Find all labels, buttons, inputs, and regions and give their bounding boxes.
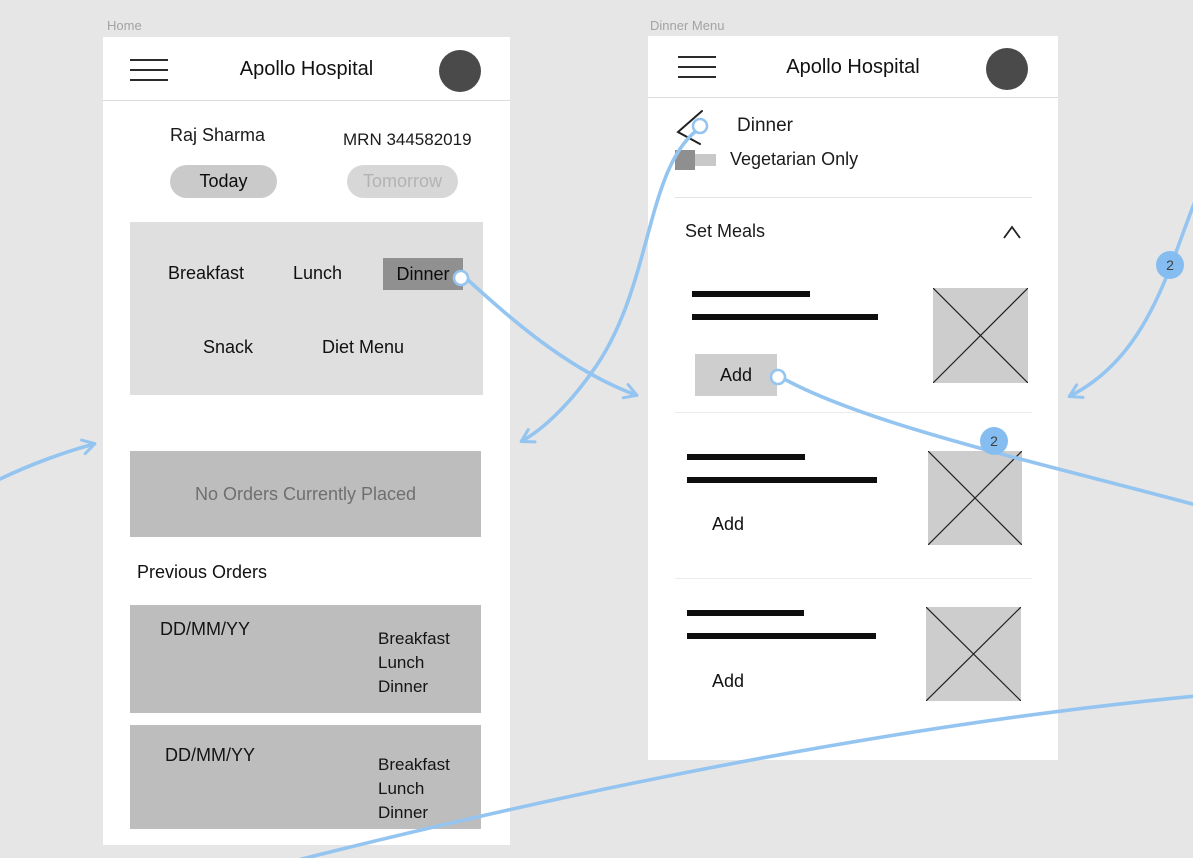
dinner-app-title: Apollo Hospital [786, 55, 920, 78]
menu-icon[interactable] [678, 56, 716, 78]
flow-incoming-dinner-menu-arrow [1067, 201, 1193, 399]
menu-icon[interactable] [130, 59, 168, 81]
add-button[interactable]: Add [712, 671, 745, 691]
dinner-header: Apollo Hospital [648, 36, 1058, 98]
dinner-menu-screen: Apollo Hospital Dinner Vegetarian Only S… [648, 36, 1058, 760]
meal-type-diet-menu[interactable]: Diet Menu [322, 337, 405, 357]
set-meals-heading: Set Meals [685, 221, 766, 241]
meal-type-dinner-selected[interactable]: Dinner [383, 258, 463, 290]
meal-title-placeholder [687, 454, 805, 460]
flow-step-badge: 2 [1156, 251, 1184, 279]
meal-desc-placeholder [692, 314, 878, 320]
image-placeholder-icon [927, 450, 1023, 546]
meal-title-placeholder [692, 291, 810, 297]
meal-desc-placeholder [687, 633, 876, 639]
order-meal-line: Lunch [378, 653, 425, 672]
image-placeholder-icon [932, 287, 1029, 384]
patient-name: Raj Sharma [170, 125, 266, 145]
previous-orders-heading: Previous Orders [137, 562, 268, 582]
meal-type-breakfast[interactable]: Breakfast [168, 263, 245, 283]
page-title: Dinner [737, 115, 793, 136]
flow-incoming-home-arrow [0, 438, 97, 482]
add-button[interactable]: Add [712, 514, 745, 534]
home-header: Apollo Hospital [103, 37, 510, 101]
order-meals: Breakfast Lunch Dinner [378, 627, 450, 699]
meal-desc-placeholder [687, 477, 877, 483]
home-screen: Apollo Hospital Raj Sharma MRN 344582019… [103, 37, 510, 845]
no-orders-message: No Orders Currently Placed [194, 483, 417, 504]
previous-order-card[interactable]: DD/MM/YY Breakfast Lunch Dinner [130, 725, 481, 829]
frame-label-dinner-menu: Dinner Menu [650, 18, 725, 33]
meal-type-snack[interactable]: Snack [203, 337, 254, 357]
flow-step-badge: 2 [980, 427, 1008, 455]
order-date: DD/MM/YY [165, 745, 255, 765]
frame-label-home: Home [107, 18, 142, 33]
order-meal-line: Breakfast [378, 629, 450, 648]
home-app-title: Apollo Hospital [239, 57, 374, 80]
vegetarian-toggle-icon[interactable] [675, 150, 717, 170]
previous-order-card[interactable]: DD/MM/YY Breakfast Lunch Dinner [130, 605, 481, 713]
chevron-up-icon[interactable] [1000, 224, 1024, 242]
order-meal-line: Dinner [378, 803, 429, 822]
today-tab[interactable]: Today [170, 165, 277, 198]
tomorrow-tab[interactable]: Tomorrow [347, 165, 458, 198]
meal-title-placeholder [687, 610, 804, 616]
back-icon[interactable] [669, 108, 709, 148]
avatar[interactable] [439, 50, 481, 92]
no-orders-banner: No Orders Currently Placed [130, 451, 481, 537]
image-placeholder-icon [925, 606, 1022, 702]
divider [675, 197, 1032, 198]
order-date: DD/MM/YY [160, 619, 250, 639]
divider [675, 412, 1032, 413]
meal-type-panel: Breakfast Lunch Dinner Snack Diet Menu [130, 222, 483, 395]
divider [675, 578, 1032, 579]
order-meal-line: Lunch [378, 779, 425, 798]
order-meal-line: Breakfast [378, 755, 450, 774]
avatar[interactable] [986, 48, 1028, 90]
order-meals: Breakfast Lunch Dinner [378, 753, 450, 825]
vegetarian-toggle-label: Vegetarian Only [730, 149, 859, 169]
add-button[interactable]: Add [695, 354, 777, 396]
meal-type-lunch[interactable]: Lunch [293, 263, 343, 283]
patient-mrn: MRN 344582019 [343, 130, 472, 149]
order-meal-line: Dinner [378, 677, 429, 696]
